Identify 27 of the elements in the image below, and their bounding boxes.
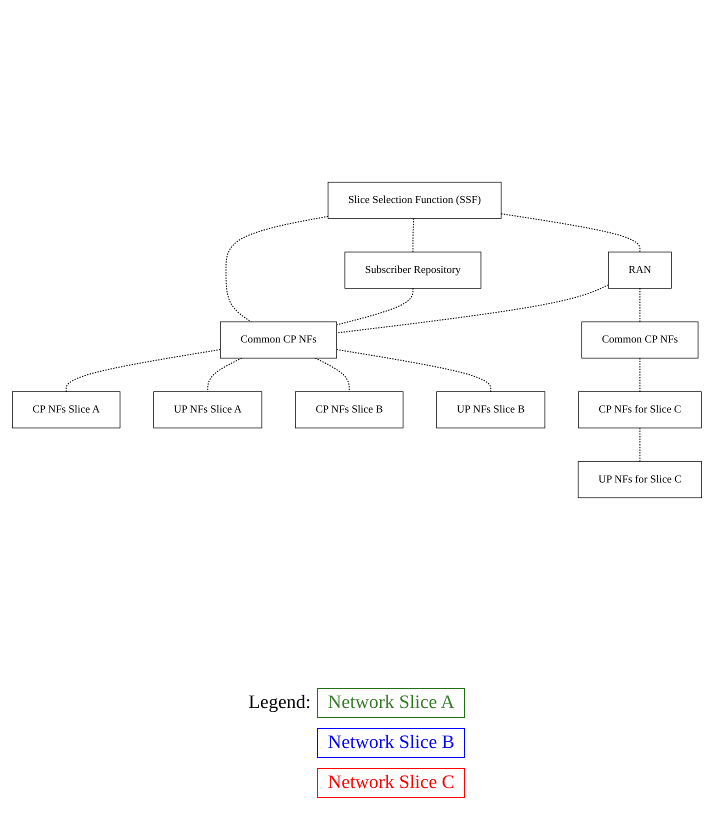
node-box: UP NFs for Slice C (578, 461, 702, 498)
connector (639, 358, 640, 392)
node-box: UP NFs Slice B (436, 391, 546, 428)
connector (226, 216, 328, 322)
connector (336, 284, 609, 334)
connector (336, 288, 414, 326)
node-box: Subscriber Repository (344, 252, 482, 289)
node-box: CP NFs for Slice C (578, 391, 702, 428)
connector (639, 428, 640, 462)
connector (207, 358, 242, 392)
node-box: CP NFs Slice B (295, 391, 404, 428)
legend-entry: Network Slice B (316, 728, 466, 758)
node-box: RAN (608, 252, 672, 289)
node-box: Common CP NFs (220, 322, 337, 358)
connector (336, 349, 492, 392)
connector (501, 213, 640, 252)
legend-entry: Network Slice C (316, 768, 466, 798)
connector (639, 288, 640, 322)
legend-entry: Network Slice A (316, 688, 466, 718)
node-box: Common CP NFs (581, 322, 698, 358)
connector (315, 358, 350, 392)
node-box: UP NFs Slice A (153, 391, 262, 428)
connector (412, 218, 414, 252)
node-box: CP NFs Slice A (12, 391, 120, 428)
node-box: Slice Selection Function (SSF) (328, 182, 502, 219)
legend-title: Legend: (248, 691, 311, 714)
connector (66, 349, 220, 392)
